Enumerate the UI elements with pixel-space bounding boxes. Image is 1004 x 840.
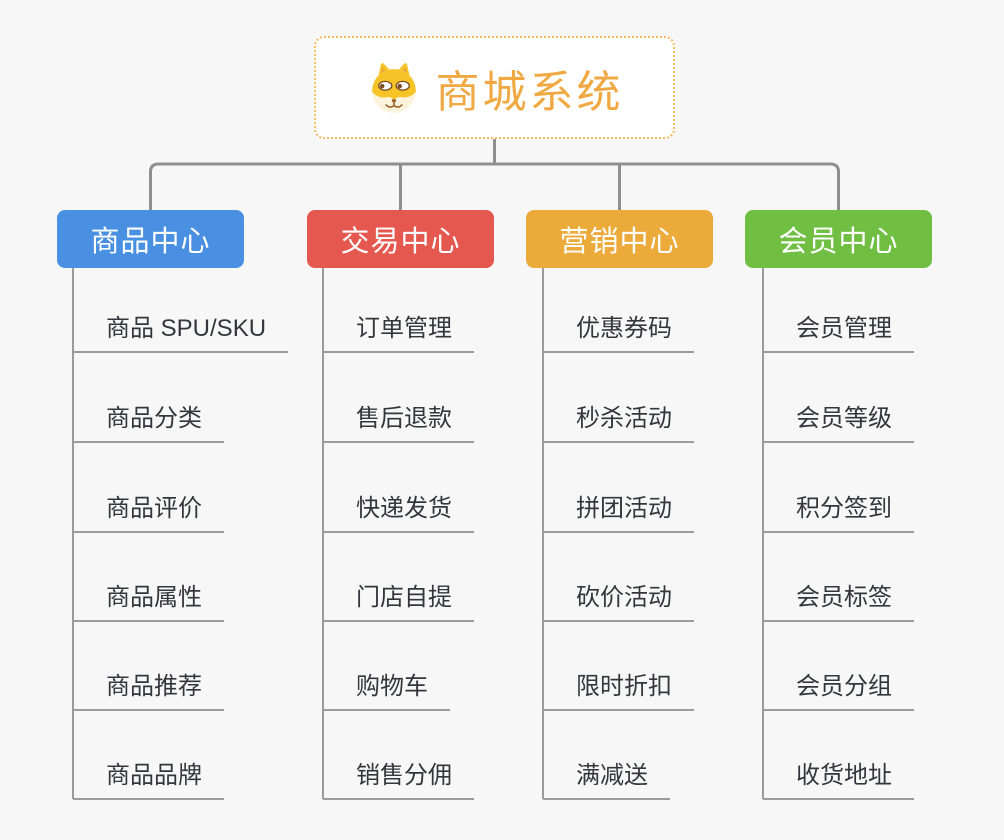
leaf-node-product-center-5[interactable]: 商品推荐 [73,671,224,711]
branch-node-member-center[interactable]: 会员中心 [745,210,932,268]
leaf-node-marketing-center-6[interactable]: 满减送 [543,760,670,800]
leaf-node-product-center-2[interactable]: 商品分类 [73,403,224,443]
leaf-node-marketing-center-3[interactable]: 拼团活动 [543,493,694,533]
leaf-node-product-center-3[interactable]: 商品评价 [73,493,224,533]
leaf-node-trade-center-4[interactable]: 门店自提 [323,582,474,622]
leaf-node-marketing-center-5[interactable]: 限时折扣 [543,671,694,711]
leaf-node-trade-center-3[interactable]: 快递发货 [323,493,474,533]
branch-node-product-center[interactable]: 商品中心 [57,210,244,268]
leaf-node-trade-center-1[interactable]: 订单管理 [323,313,474,353]
leaf-node-marketing-center-2[interactable]: 秒杀活动 [543,403,694,443]
branch-node-trade-center[interactable]: 交易中心 [307,210,494,268]
leaf-node-member-center-1[interactable]: 会员管理 [763,313,914,353]
leaf-node-trade-center-6[interactable]: 销售分佣 [323,760,474,800]
dog-face-icon [371,63,416,113]
leaf-node-marketing-center-1[interactable]: 优惠券码 [543,313,694,353]
leaf-node-member-center-5[interactable]: 会员分组 [763,671,914,711]
leaf-node-product-center-1[interactable]: 商品 SPU/SKU [73,313,289,353]
leaf-node-member-center-3[interactable]: 积分签到 [763,493,914,533]
branch-node-marketing-center[interactable]: 营销中心 [526,210,713,268]
leaf-node-member-center-4[interactable]: 会员标签 [763,582,914,622]
leaf-node-product-center-6[interactable]: 商品品牌 [73,760,224,800]
leaf-node-product-center-4[interactable]: 商品属性 [73,582,224,622]
leaf-node-member-center-6[interactable]: 收货地址 [763,760,914,800]
root-node-title: 商城系统 [435,67,624,117]
leaf-node-trade-center-5[interactable]: 购物车 [323,671,450,711]
root-node-mall-system[interactable]: 商城系统 [314,36,675,139]
leaf-node-marketing-center-4[interactable]: 砍价活动 [543,582,694,622]
leaf-node-member-center-2[interactable]: 会员等级 [763,403,914,443]
leaf-node-trade-center-2[interactable]: 售后退款 [323,403,474,443]
